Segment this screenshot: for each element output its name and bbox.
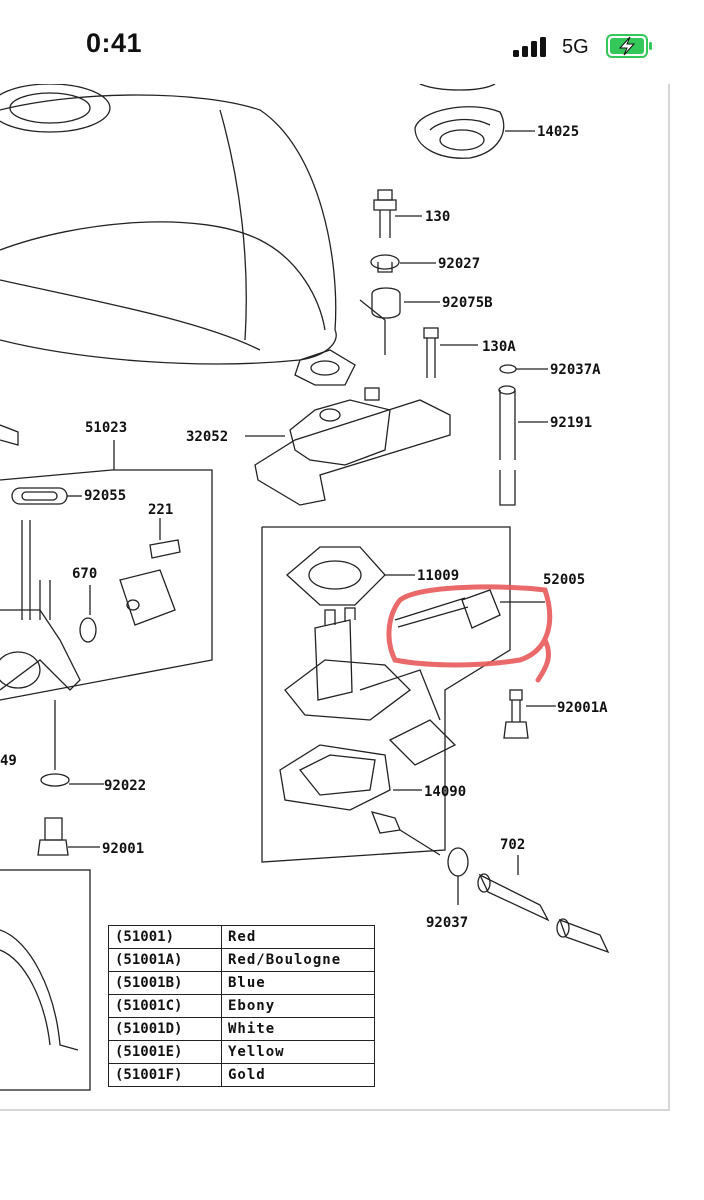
battery-charging-icon — [606, 34, 652, 58]
part-label: 92001 — [102, 841, 144, 857]
part-label: 92027 — [438, 256, 480, 272]
cellular-signal-icon — [513, 37, 546, 57]
table-row: (51001E)Yellow — [108, 1040, 375, 1064]
exploded-view-drawing: 14025 130 92027 92075B 130A 92037A 92191… — [0, 84, 610, 1091]
table-row: (51001)Red — [108, 925, 375, 949]
part-label: 130A — [482, 339, 516, 355]
part-label: 92055 — [84, 488, 126, 504]
table-row: (51001B)Blue — [108, 971, 375, 995]
color-name-cell: Red/Boulogne — [221, 948, 375, 972]
part-label: 92037 — [426, 915, 468, 931]
part-label: 32052 — [186, 429, 228, 445]
fuel-cap-parts-drawing — [359, 84, 548, 506]
color-code-cell: (51001C) — [108, 994, 222, 1018]
fuel-valve-drawing — [0, 440, 213, 856]
part-label: 51023 — [85, 420, 127, 436]
table-row: (51001F)Gold — [108, 1063, 375, 1087]
color-code-cell: (51001D) — [108, 1017, 222, 1041]
part-label: 221 — [148, 502, 173, 518]
color-code-cell: (51001E) — [108, 1040, 222, 1064]
color-code-cell: (51001F) — [108, 1063, 222, 1087]
part-label: 52005 — [543, 572, 585, 588]
status-bar: 0:41 5G — [0, 0, 704, 84]
color-code-cell: (51001B) — [108, 971, 222, 995]
table-row: (51001C)Ebony — [108, 994, 375, 1018]
part-label: 702 — [500, 837, 525, 853]
part-label: 92037A — [550, 362, 601, 378]
color-name-cell: White — [221, 1017, 375, 1041]
color-code-table: (51001)Red (51001A)Red/Boulogne (51001B)… — [108, 925, 375, 1087]
fuel-pump-drawing — [261, 526, 556, 863]
hose-drawing — [447, 847, 610, 954]
lower-tank-drawing — [0, 869, 91, 1091]
part-label: 11009 — [417, 568, 459, 584]
clock-time: 0:41 — [86, 28, 143, 58]
bracket-drawing — [245, 387, 451, 506]
color-name-cell: Blue — [221, 971, 375, 995]
color-name-cell: Red — [221, 925, 375, 949]
part-label: 49 — [0, 753, 17, 769]
color-code-cell: (51001A) — [108, 948, 222, 972]
network-type-label: 5G — [562, 36, 589, 58]
color-code-cell: (51001) — [108, 925, 222, 949]
color-name-cell: Yellow — [221, 1040, 375, 1064]
part-label: 92191 — [550, 415, 592, 431]
color-name-cell: Gold — [221, 1063, 375, 1087]
part-label: 92075B — [442, 295, 493, 311]
part-label: 14025 — [537, 124, 579, 140]
part-label: 14090 — [424, 784, 466, 800]
part-label: 670 — [72, 566, 97, 582]
fuel-tank-drawing — [0, 84, 356, 446]
color-name-cell: Ebony — [221, 994, 375, 1018]
table-row: (51001A)Red/Boulogne — [108, 948, 375, 972]
part-label: 92001A — [557, 700, 608, 716]
parts-diagram: 14025 130 92027 92075B 130A 92037A 92191… — [0, 84, 670, 1111]
highlight-circle — [386, 584, 553, 683]
table-row: (51001D)White — [108, 1017, 375, 1041]
part-label: 92022 — [104, 778, 146, 794]
part-label: 130 — [425, 209, 450, 225]
